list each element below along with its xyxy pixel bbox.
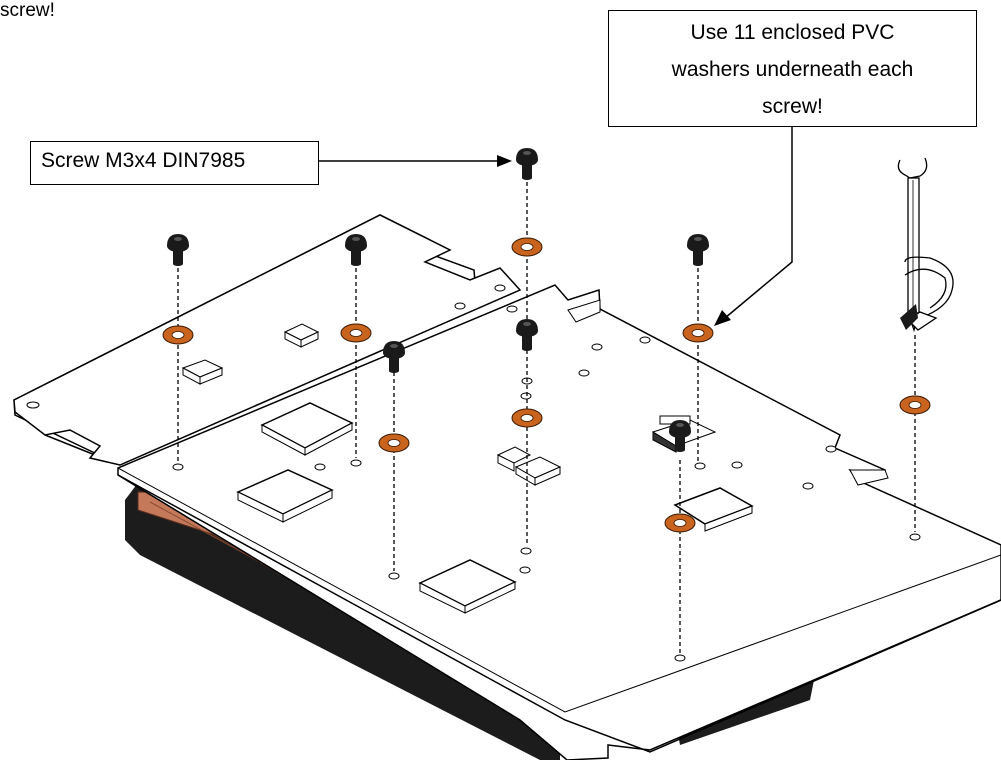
washer-callout-line: washers underneath each (671, 58, 914, 81)
screw-callout-label: Screw M3x4 DIN7985 (41, 149, 246, 172)
washer-callout-line: Use 11 enclosed PVC (690, 21, 895, 44)
washer-icon (378, 433, 410, 453)
washer-callout-box: Use 11 enclosed PVC washers underneath e… (608, 10, 977, 127)
washer-callout-line: screw! (762, 95, 823, 118)
callout-arrow-icon (319, 127, 793, 326)
washer-icon (682, 323, 714, 343)
screw-icon (516, 148, 538, 180)
small-block-1 (283, 323, 320, 348)
dashed-guides (177, 182, 916, 653)
mounting-bracket (13, 214, 522, 466)
connector-1 (181, 359, 224, 385)
board-components (181, 323, 754, 614)
washer-icon (899, 395, 931, 415)
washer-icon (162, 325, 194, 345)
chip-2 (236, 469, 334, 523)
rotation-arrow-icon (900, 256, 954, 331)
chip-1 (260, 402, 354, 456)
chip-3 (418, 559, 517, 614)
screw-icon (167, 234, 189, 266)
washer-icon (511, 408, 543, 428)
screw-icon (687, 234, 709, 266)
chip-4 (673, 487, 754, 532)
screw-callout-box: Screw M3x4 DIN7985 (30, 141, 319, 185)
cropped-text-fragment: screw! (0, 0, 55, 21)
washer-icon (511, 237, 543, 257)
screwdriver-icon (897, 157, 928, 333)
washer-icon (664, 513, 696, 533)
washer-icon (340, 323, 372, 343)
